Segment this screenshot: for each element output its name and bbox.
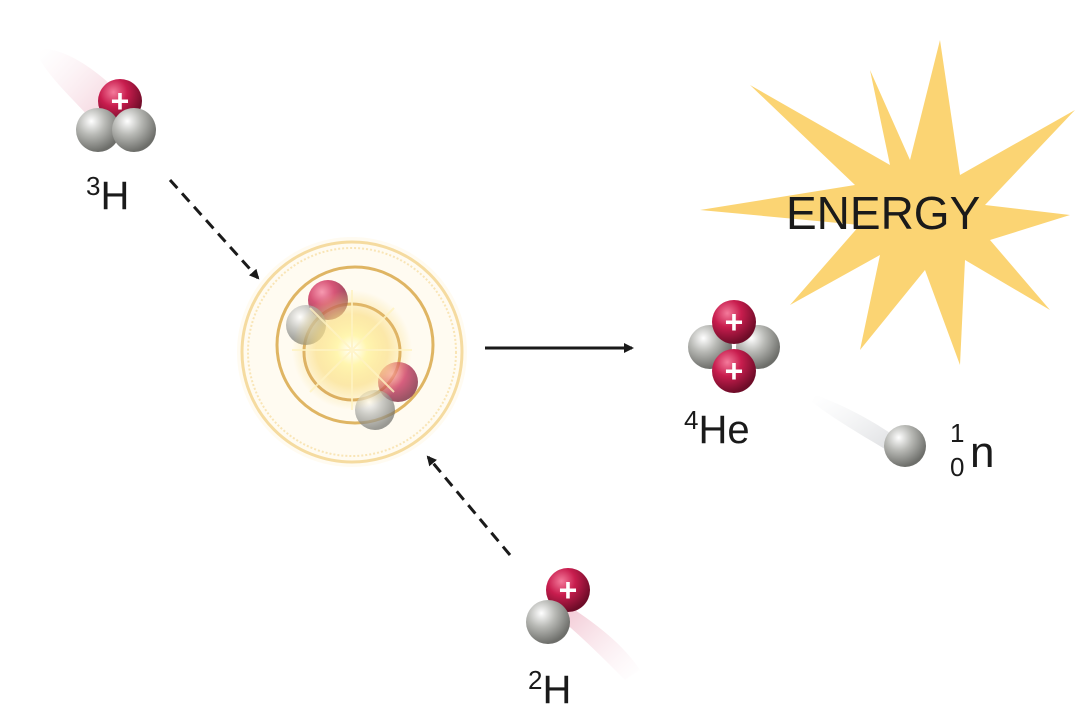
tritium-symbol: H [100, 174, 130, 218]
helium-mass-number: 4 [684, 405, 699, 435]
neutron [526, 600, 570, 644]
helium-symbol: He [698, 408, 750, 452]
deuterium-approach-arrow [426, 455, 512, 556]
energy-label: ENERGY [786, 187, 981, 239]
proton-plus-sign: + [725, 304, 744, 340]
tritium-mass-number: 3 [86, 171, 101, 201]
proton-plus-sign: + [111, 83, 130, 119]
neutron-motion-trail [812, 395, 900, 455]
helium-nucleus: + + [688, 300, 780, 393]
deuterium-nucleus: + [526, 568, 590, 644]
proton [712, 300, 756, 344]
outer-glow-ring [240, 240, 464, 464]
neutron-mass-number: 1 [950, 418, 965, 448]
neutron-atomic-number: 0 [950, 452, 965, 482]
neutron [112, 108, 156, 152]
tritium-label: 3H [86, 173, 130, 218]
free-neutron [884, 425, 926, 467]
fusion-event [237, 237, 467, 467]
energy-burst [700, 40, 1075, 365]
neutron [76, 108, 120, 152]
deuterium-symbol: H [542, 668, 572, 712]
proton [712, 349, 756, 393]
neutron-symbol: n [970, 428, 995, 477]
outer-glow-ring [247, 247, 457, 457]
tritium-nucleus: + [76, 79, 156, 152]
helium-label: 4He [684, 407, 750, 452]
proton-plus-sign: + [559, 572, 578, 608]
tritium-approach-arrow [168, 178, 260, 280]
deuterium-mass-number: 2 [528, 665, 543, 695]
proton-plus-sign: + [725, 353, 744, 389]
proton [546, 568, 590, 612]
deuterium-motion-trail [555, 600, 640, 680]
middle-ring [275, 265, 435, 425]
deuterium-label: 2H [528, 667, 572, 712]
